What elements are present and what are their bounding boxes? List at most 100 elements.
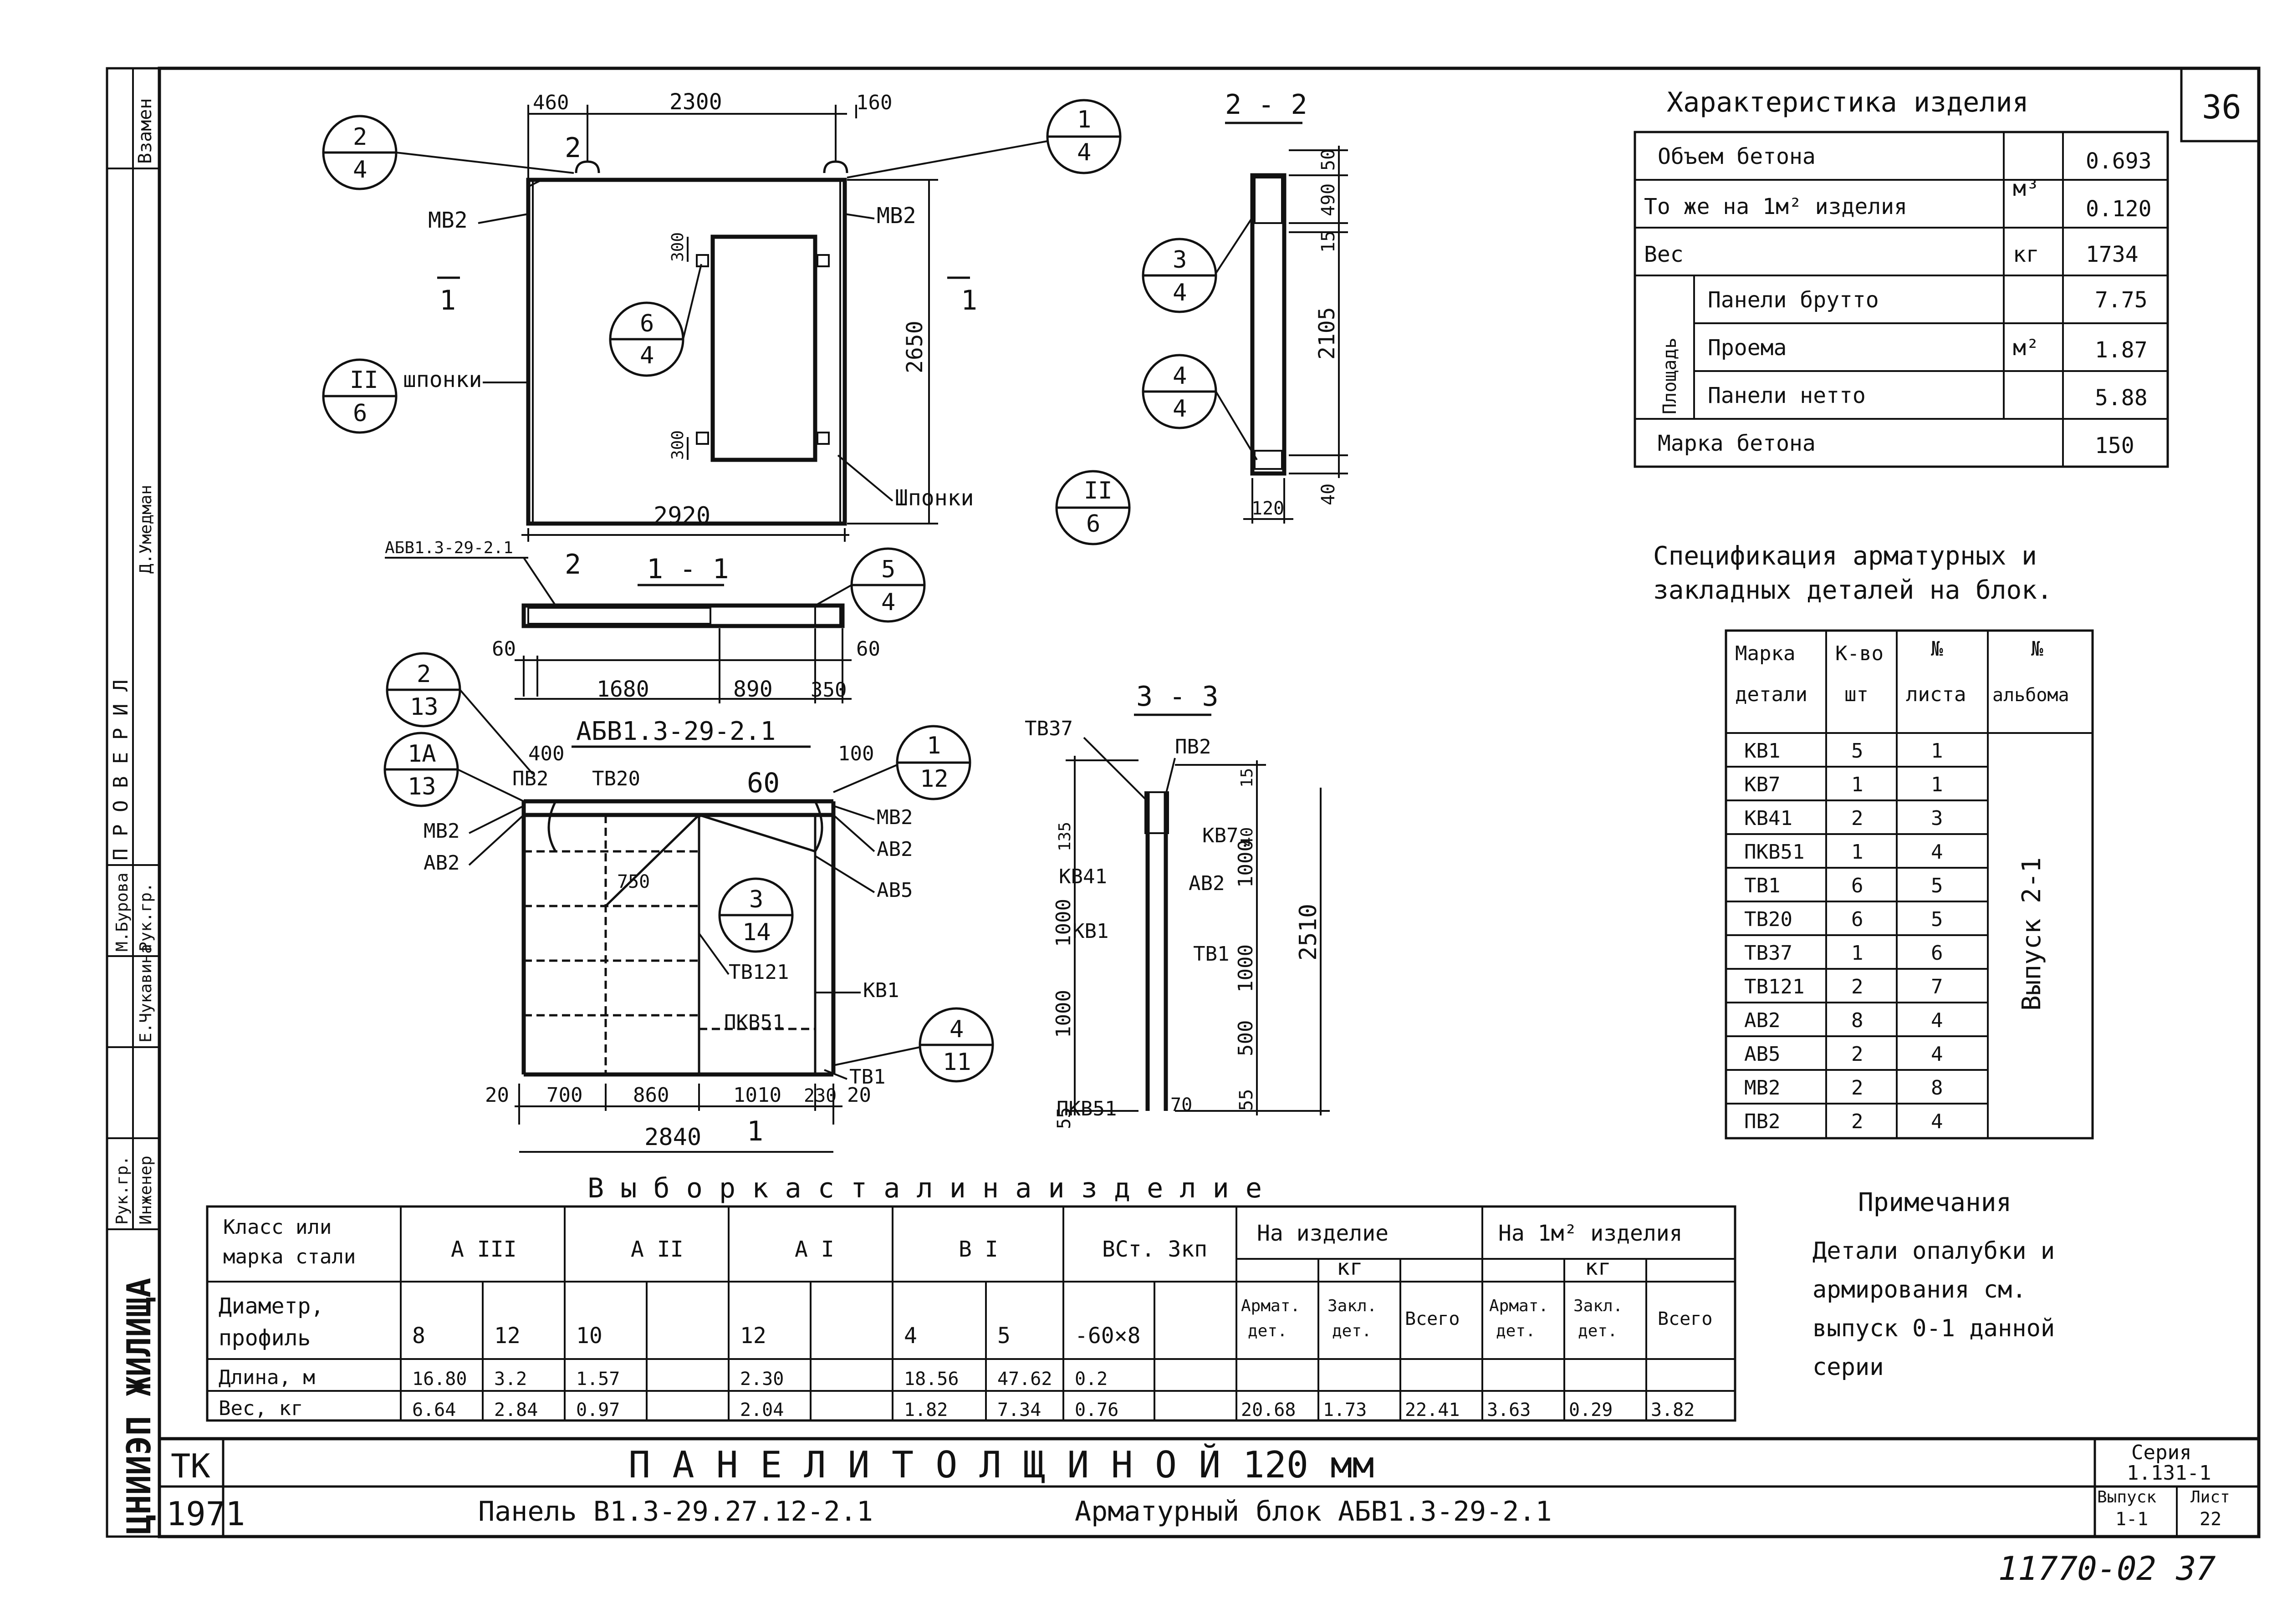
spec-cell: ПВ2 <box>1744 1110 1780 1133</box>
spec-cell: ТВ20 <box>1744 908 1792 931</box>
spec-title-1: Спецификация арматурных и <box>1653 541 2037 571</box>
steel-total: 20.68 <box>1241 1400 1296 1420</box>
svg-text:ТВ37: ТВ37 <box>1025 717 1073 740</box>
svg-text:20: 20 <box>847 1084 871 1107</box>
stamp-role-2: Инженер <box>137 1156 155 1225</box>
svg-text:Марка бетона: Марка бетона <box>1658 431 1816 456</box>
label-shponki-left: шпонки <box>403 367 482 392</box>
svg-text:выпуск 0-1 данной: выпуск 0-1 данной <box>1812 1315 2055 1342</box>
svg-text:Всего: Всего <box>1405 1308 1460 1329</box>
specification: Спецификация арматурных и закладных дета… <box>1653 541 2094 1140</box>
svg-text:1000: 1000 <box>1234 840 1257 888</box>
svg-text:1А: 1А <box>408 740 436 768</box>
dim-2650: 2650 <box>902 321 928 373</box>
svg-text:№: № <box>2031 637 2043 661</box>
svg-text:6: 6 <box>353 400 367 427</box>
svg-text:№: № <box>1931 637 1943 661</box>
characteristics: Характеристика изделия Объем бетона 0.69… <box>1634 87 2169 468</box>
bubble-2-4: 2 4 <box>322 115 574 190</box>
sec22-title: 2 - 2 <box>1225 89 1307 121</box>
spec-cell: 2 <box>1851 1076 1863 1100</box>
svg-text:0.120: 0.120 <box>2086 196 2152 222</box>
bubble-4-4: 4 4 <box>1142 354 1258 461</box>
svg-text:1000: 1000 <box>1052 899 1075 947</box>
svg-text:КВ41: КВ41 <box>1059 865 1107 888</box>
sec11-mark: АБВ1.3-29-2.1 <box>385 539 513 557</box>
tb-year: 1971 <box>166 1495 245 1533</box>
svg-text:100: 100 <box>838 742 874 765</box>
svg-text:ТВ121: ТВ121 <box>729 961 789 984</box>
svg-text:детали: детали <box>1735 683 1807 706</box>
steel-cell: 2.30 <box>740 1369 784 1390</box>
svg-text:5.88: 5.88 <box>2095 385 2148 411</box>
svg-text:АВ2: АВ2 <box>424 851 459 875</box>
sec-mark-1-left: 1 <box>439 285 456 316</box>
svg-text:4: 4 <box>353 156 367 183</box>
spec-cell: ТВ37 <box>1744 942 1792 965</box>
svg-text:дет.: дет. <box>1248 1322 1287 1340</box>
steel-cell: 5 <box>997 1323 1011 1349</box>
svg-text:На изделие: На изделие <box>1257 1221 1389 1246</box>
spec-cell: 3 <box>1931 807 1943 830</box>
svg-text:Диаметр,: Диаметр, <box>219 1293 324 1319</box>
svg-text:То же на 1м² изделия: То же на 1м² изделия <box>1644 194 1907 219</box>
notes: Примечания Детали опалубки и армирования… <box>1812 1188 2055 1381</box>
spec-cell: 5 <box>1851 739 1863 763</box>
dim-2300: 2300 <box>669 89 722 115</box>
steel-cell: 47.62 <box>997 1369 1052 1390</box>
steel-cell: 2.84 <box>494 1400 538 1420</box>
bubble-II-6-left: II 6 <box>322 358 398 434</box>
svg-text:МВ2: МВ2 <box>877 806 913 829</box>
steel-cell: 18.56 <box>904 1369 959 1390</box>
sec11-title: 1 - 1 <box>647 553 729 585</box>
svg-text:60: 60 <box>747 767 780 799</box>
spec-cell: ПКВ51 <box>1744 840 1804 864</box>
svg-text:750: 750 <box>617 871 650 892</box>
svg-text:ПКВ51: ПКВ51 <box>724 1011 784 1034</box>
svg-text:КВ1: КВ1 <box>1072 920 1108 943</box>
svg-text:серии: серии <box>1812 1354 1884 1381</box>
bubble-2-13: 2 13 <box>386 652 534 775</box>
svg-text:135: 135 <box>1056 822 1074 851</box>
spec-cell: КВ41 <box>1744 807 1792 830</box>
tb-tk: ТК <box>171 1447 210 1485</box>
spec-cell: ТВ1 <box>1744 874 1780 897</box>
steel-table: В ы б о р к а с т а л и н а и з д е л и … <box>206 1172 1736 1422</box>
spec-cell: 2 <box>1851 975 1863 998</box>
bubble-6-4: 6 4 <box>609 264 702 377</box>
svg-text:60: 60 <box>492 637 516 661</box>
steel-cell: 10 <box>576 1323 602 1349</box>
svg-text:1680: 1680 <box>597 677 649 702</box>
svg-text:55: 55 <box>1236 1089 1257 1111</box>
svg-text:230: 230 <box>804 1085 837 1106</box>
spec-cell: 4 <box>1931 840 1943 864</box>
svg-text:Марка: Марка <box>1735 642 1795 665</box>
svg-text:150: 150 <box>2095 433 2134 458</box>
steel-title: В ы б о р к а с т а л и н а и з д е л и … <box>587 1172 1262 1204</box>
svg-text:АВ2: АВ2 <box>1189 872 1225 895</box>
spec-cell: 1 <box>1931 739 1943 763</box>
tb-panel: Панель В1.3-29.27.12-2.1 <box>478 1496 873 1527</box>
svg-text:3: 3 <box>1173 246 1187 274</box>
dim-op-300-top: 300 <box>669 232 687 262</box>
svg-text:6: 6 <box>1086 510 1100 538</box>
svg-text:армирования см.: армирования см. <box>1812 1276 2027 1303</box>
svg-text:листа: листа <box>1906 683 1966 706</box>
svg-text:К-во: К-во <box>1835 642 1884 665</box>
block-title: АБВ1.3-29-2.1 <box>576 717 776 746</box>
svg-text:60: 60 <box>856 637 880 661</box>
svg-text:Вес: Вес <box>1644 242 1684 267</box>
svg-text:кг: кг <box>1585 1255 1611 1280</box>
svg-text:4: 4 <box>950 1016 964 1043</box>
label-shponki-right: Шпонки <box>895 485 974 511</box>
characteristics-title: Характеристика изделия <box>1667 87 2029 118</box>
spec-cell: КВ7 <box>1744 773 1780 796</box>
bubble-5-4: 5 4 <box>815 547 926 623</box>
svg-text:890: 890 <box>733 677 773 702</box>
svg-text:Вес, кг: Вес, кг <box>219 1397 303 1420</box>
steel-cell: 8 <box>412 1323 425 1349</box>
svg-text:А I: А I <box>795 1237 834 1262</box>
spec-title-2: закладных деталей на блок. <box>1653 575 2052 605</box>
svg-text:м²: м² <box>2013 335 2039 361</box>
svg-text:350: 350 <box>811 678 847 702</box>
